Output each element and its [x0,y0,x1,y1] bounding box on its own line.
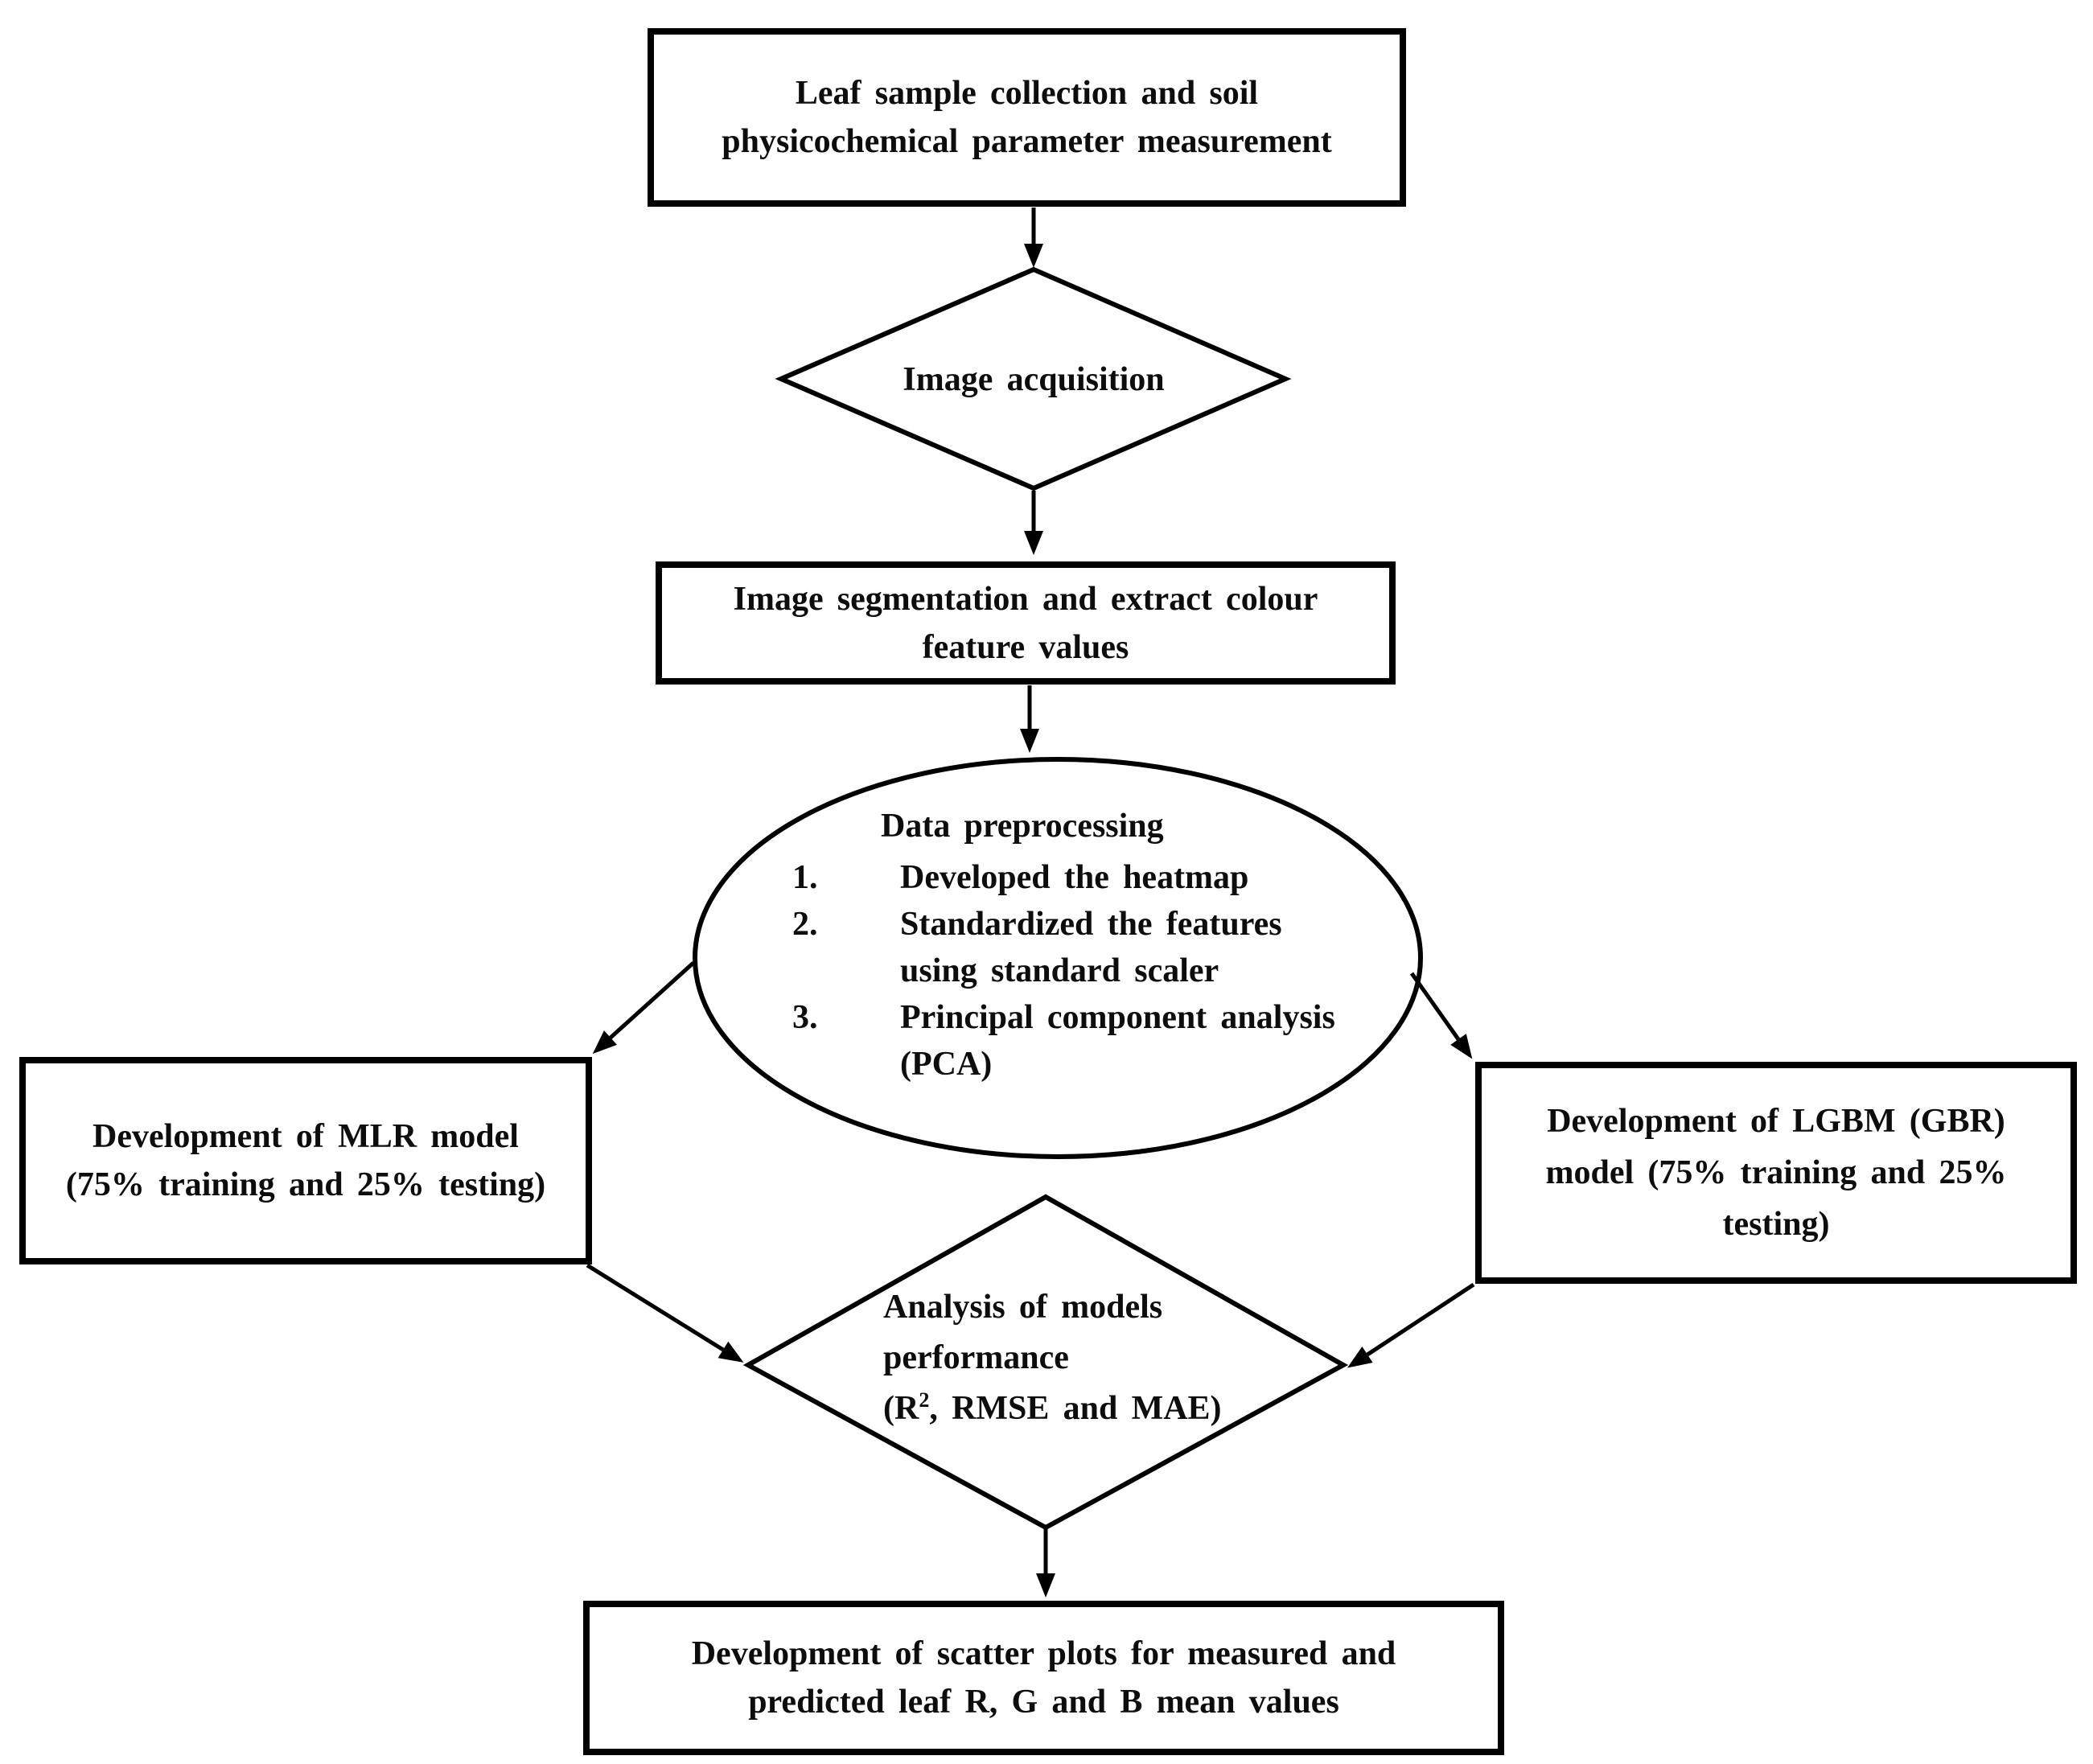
preprocessing-item-3: 3. Principal component analysis (PCA) [792,994,1428,1088]
mlr-model-text-line2: (75% training and 25% testing) [65,1166,546,1203]
preprocessing-item-3-text-line1: Principal component analysis [900,999,1335,1036]
lgbm-model-text-line3: testing) [1722,1206,1830,1243]
arrow-preprocessing-to-mlr [592,961,695,1055]
analysis-performance-diamond: Analysis of models performance (R2, RMSE… [883,1282,1222,1434]
mlr-model-text-line1: Development of MLR model [93,1118,519,1155]
scatter-plots-text-line1: Development of scatter plots for measure… [691,1635,1396,1672]
lgbm-model-text-line2: model (75% training and 25% [1545,1154,2007,1191]
scatter-plots-text-line2: predicted leaf R, G and B mean values [748,1684,1339,1721]
preprocessing-item-2: 2. Standardized the features using stand… [792,901,1428,994]
arrow-lgbm-to-analysis [1347,1282,1475,1368]
leaf-sample-collection-box: Leaf sample collection and soil physicoc… [648,28,1406,207]
metrics-rest: , RMSE and MAE) [929,1390,1222,1427]
image-segmentation-text-line1: Image segmentation and extract colour [733,580,1318,618]
preprocessing-item-2-number: 2. [792,906,818,943]
image-acquisition-label: Image acquisition [903,361,1165,398]
preprocessing-item-1-number: 1. [792,859,818,896]
leaf-sample-collection-text-line1: Leaf sample collection and soil [795,75,1259,112]
arrow-mlr-to-analysis [586,1263,744,1363]
metrics-open: (R [883,1390,919,1427]
image-segmentation-box: Image segmentation and extract colour fe… [656,561,1396,685]
arrow-preprocessing-to-lgbm [1409,972,1473,1059]
analysis-performance-metrics: (R2, RMSE and MAE) [883,1384,1222,1434]
image-segmentation-text-line2: feature values [922,628,1129,666]
acquisition-diamond-outline [775,266,1292,491]
preprocessing-ellipse-outline [693,757,1423,1159]
preprocessing-item-2-text-line1: Standardized the features [900,906,1282,943]
analysis-performance-text-line1: Analysis of models [883,1289,1163,1326]
data-preprocessing-title: Data preprocessing [881,808,1164,845]
lgbm-model-text-line1: Development of LGBM (GBR) [1547,1103,2005,1140]
analysis-performance-text-line2: performance [883,1339,1069,1376]
preprocessing-item-1-text: Developed the heatmap [900,859,1249,896]
lgbm-model-box: Development of LGBM (GBR) model (75% tra… [1475,1062,2077,1284]
preprocessing-item-1: 1. Developed the heatmap [792,854,1428,901]
analysis-diamond-outline [742,1194,1349,1531]
preprocessing-item-2-text-line2: using standard scaler [900,952,1219,989]
image-acquisition-diamond: Image acquisition [792,356,1275,404]
preprocessing-item-3-text-line2: (PCA) [900,1046,993,1083]
data-preprocessing-list: 1. Developed the heatmap 2. Standardized… [792,854,1428,1088]
mlr-model-box: Development of MLR model (75% training a… [19,1057,592,1264]
leaf-sample-collection-text-line2: physicochemical parameter measurement [722,123,1332,160]
preprocessing-item-3-number: 3. [792,999,818,1036]
scatter-plots-box: Development of scatter plots for measure… [583,1601,1504,1755]
metrics-superscript: 2 [919,1388,930,1412]
